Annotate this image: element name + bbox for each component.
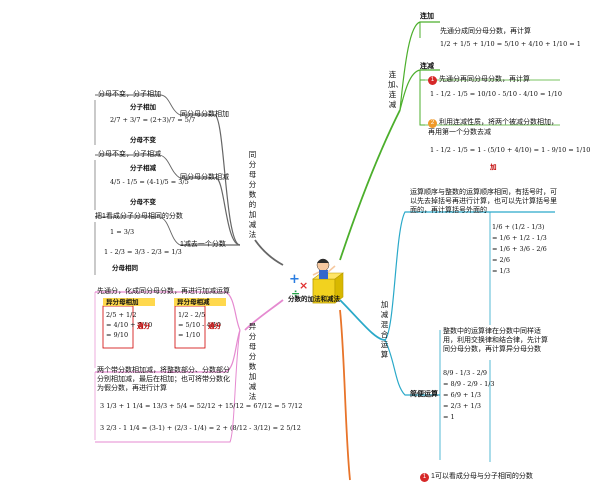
child-with-math-symbols-icon: + × ÷: [289, 258, 344, 304]
note-add-top: 分子相加: [130, 104, 156, 111]
badge-note: 1: [420, 473, 429, 482]
mixed-number-formula1: 3 1/3 + 1 1/4 = 13/3 + 5/4 = 52/12 + 15/…: [100, 402, 303, 410]
mixed-desc2: 整数中的运算律在分数中同样适用，利用交换律和结合律，先计算同分母分数，再计算异分…: [443, 328, 548, 353]
label-yi-add: 异分母相加: [106, 299, 139, 306]
one-minus-note: 分母相同: [112, 265, 138, 272]
yifenmu-desc2: 两个带分数相加减，将整数部分、分数部分分别相加减，最后在相加；也可将带分数化为假…: [97, 367, 230, 392]
svg-text:+: +: [289, 272, 300, 287]
tag-tongfen-1: 通分: [137, 323, 150, 330]
rule-add: 分母不变，分子相加: [98, 91, 161, 98]
lianjian-formula2: 1 - 1/2 - 1/5 = 1 - (5/10 + 4/10) = 1 - …: [430, 146, 591, 154]
lianjia-formula: 1/2 + 1/5 + 1/10 = 5/10 + 4/10 + 1/10 = …: [440, 40, 581, 48]
node-simple-calc: 简便运算: [410, 391, 438, 398]
node-sub: 同分母分数相减: [180, 174, 229, 181]
tag-add: 加: [490, 164, 497, 171]
one-minus-desc: 把1看成分子分母相同的分数: [95, 213, 183, 220]
formula-yi-sub: 1/2 - 2/5 = 5/10 - 4/10 = 1/10: [178, 311, 222, 339]
svg-text:÷: ÷: [291, 287, 300, 300]
branch-line-tongfenmu: [254, 239, 284, 266]
branch-line-yifenmu: [244, 299, 284, 331]
note-sub-top: 分子相减: [130, 165, 156, 172]
node-lianjian: 连减: [420, 63, 434, 70]
branch-label-mixed: 加减混合运算: [380, 300, 389, 359]
formula-add: 2/7 + 3/7 = (2+3)/7 = 5/7: [110, 116, 196, 124]
formula-sub: 4/5 - 1/5 = (4-1)/5 = 3/5: [110, 178, 189, 186]
node-lianjia: 连加: [420, 13, 434, 20]
label-yi-sub: 异分母相减: [177, 299, 210, 306]
branch-label-lianjia-lianjian: 连加、连减: [388, 70, 403, 109]
badge-1: 1: [428, 76, 437, 85]
branch-line-mixed: [339, 299, 386, 341]
tag-tongfen-2: 通分: [208, 323, 221, 330]
node-add: 同分母分数相加: [180, 111, 229, 118]
center-illustration: + × ÷: [283, 253, 345, 311]
lianjia-desc: 先通分成同分母分数，再计算: [440, 28, 531, 35]
branch-label-yifenmu: 异分母分数加减法: [248, 322, 257, 401]
branch-line-lianjia: [339, 109, 401, 261]
mixed-formula1: 1/6 + (1/2 - 1/3) = 1/6 + 1/2 - 1/3 = 1/…: [492, 223, 547, 275]
mixed-desc1: 运算顺序与整数的运算顺序相同，有括号时，可以先去掉括号再进行计算，也可以先计算括…: [410, 189, 557, 214]
mixed-number-formula2: 3 2/3 - 1 1/4 = (3-1) + (2/3 - 1/4) = 2 …: [100, 424, 301, 432]
rule-sub: 分母不变，分子相减: [98, 151, 161, 158]
one-minus-formula2: 1 - 2/3 = 3/3 - 2/3 = 1/3: [104, 248, 182, 256]
branch-label-tongfenmu: 同分母分数的加减法: [248, 150, 257, 239]
note-sub-bottom: 分母不变: [130, 199, 156, 206]
svg-text:×: ×: [299, 279, 308, 292]
lianjian-formula1: 1 - 1/2 - 1/5 = 10/10 - 5/10 - 4/10 = 1/…: [430, 90, 563, 98]
note-add-bottom: 分母不变: [130, 137, 156, 144]
formula-yi-add: 2/5 + 1/2 = 4/10 + 5/10 = 9/10: [106, 311, 153, 339]
center-title: 分数的加法和减法: [288, 296, 340, 303]
mixed-formula2: 8/9 - 1/3 - 2/9 = 8/9 - 2/9 - 1/3 = 6/9 …: [443, 369, 495, 421]
branch-line-bottom: [339, 309, 351, 481]
yifenmu-desc1: 先通分，化成同分母分数，再进行加减运算: [97, 288, 230, 295]
one-minus-formula1: 1 = 3/3: [110, 228, 135, 236]
badge-2: 2: [428, 119, 437, 128]
node-one-minus: 1减去一个分数: [180, 241, 226, 248]
